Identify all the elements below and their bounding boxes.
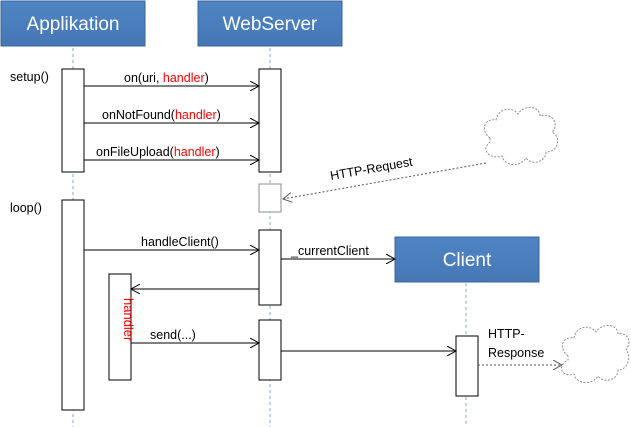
client-activation [455, 335, 479, 397]
currentclient-label: _currentClient [290, 244, 369, 258]
http-response-label-line2: Response [488, 346, 544, 360]
applikation-activation-loop [61, 199, 85, 411]
participant-client: Client [394, 236, 540, 283]
handleclient-label: handleClient() [141, 235, 219, 249]
http-response-label-line1: HTTP- [488, 327, 525, 341]
onfileupload-message-label: onFileUpload(handler) [96, 145, 220, 159]
webserver-activation-send [258, 319, 282, 381]
participant-webserver: WebServer [197, 0, 343, 47]
participant-applikation: Applikation [0, 0, 146, 47]
handler-activation [108, 273, 132, 381]
onnotfound-message-label: onNotFound(handler) [102, 108, 221, 122]
handler-vertical-label: handler [121, 298, 136, 342]
participant-webserver-label: WebServer [223, 14, 318, 35]
participant-applikation-label: Applikation [27, 14, 120, 35]
applikation-activation-setup [61, 68, 85, 173]
webserver-activation-request [258, 183, 282, 213]
send-label: send(...) [150, 328, 196, 342]
cloud-icon [560, 325, 630, 383]
webserver-activation-handleclient [258, 229, 282, 306]
cloud-icon [483, 107, 559, 165]
loop-label: loop() [10, 201, 42, 215]
participant-client-label: Client [443, 250, 492, 271]
http-request-label: HTTP-Request [329, 155, 414, 183]
on-message-label: on(uri, handler) [124, 71, 209, 85]
webserver-activation-setup [258, 68, 282, 173]
setup-label: setup() [10, 70, 49, 84]
